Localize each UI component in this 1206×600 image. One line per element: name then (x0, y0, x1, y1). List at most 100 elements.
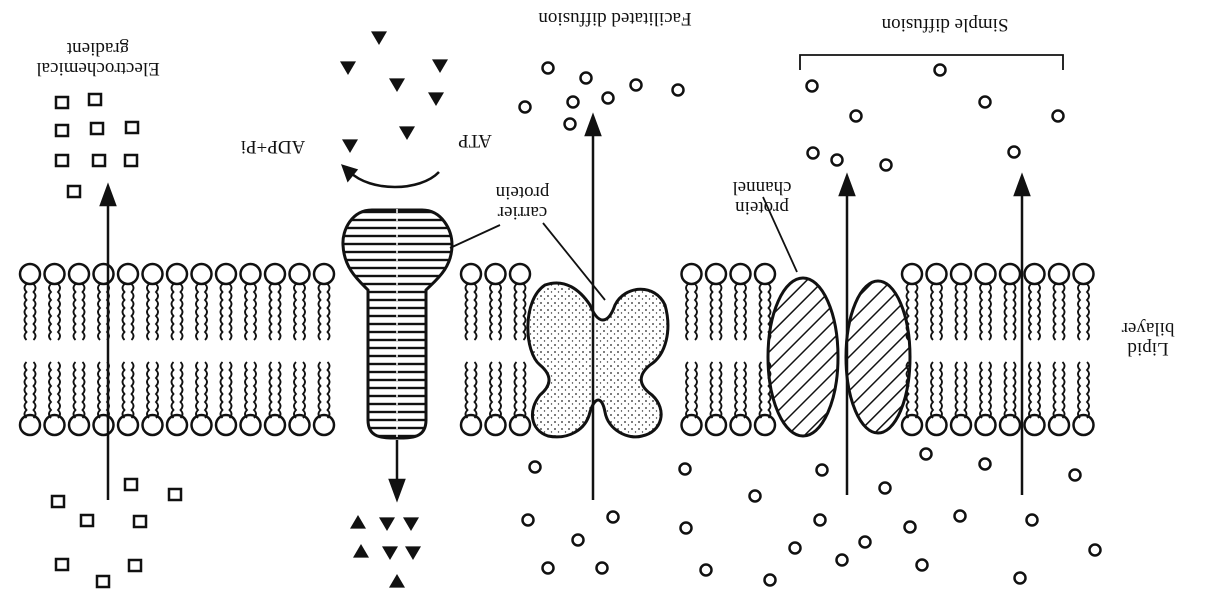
phospholipid (461, 264, 481, 435)
solute-circle (631, 80, 642, 91)
electrochemical-line2: gradient (18, 38, 178, 58)
solute-circle (1015, 573, 1026, 584)
solute-circle (1070, 470, 1081, 481)
carrier-protein-label: carrier protein (480, 182, 565, 222)
protein-channel-label: protein channel (722, 177, 802, 217)
solute-circle (851, 111, 862, 122)
solute-circle (543, 63, 554, 74)
phospholipid (951, 264, 971, 435)
lipid-bilayer-label: Lipid bilayer (1108, 318, 1188, 358)
solute-circle (573, 535, 584, 546)
solute-circle (673, 85, 684, 96)
solute-square (56, 125, 68, 136)
solute-circle (523, 515, 534, 526)
phospholipid (927, 264, 947, 435)
carrier-protein-line2: protein (480, 182, 565, 202)
solute-square (52, 496, 64, 507)
solute-triangle (389, 78, 405, 92)
electrochemical-line1: Electrochemical (18, 58, 178, 78)
solute-circle (808, 148, 819, 159)
phospholipid (1025, 264, 1045, 435)
phospholipid (1049, 264, 1069, 435)
simple-diffusion-label: Simple diffusion (845, 14, 1045, 34)
solute-triangle (382, 546, 398, 560)
solute-circle (817, 465, 828, 476)
solute-square (97, 576, 109, 587)
solute-square (81, 515, 93, 526)
solute-circle (860, 537, 871, 548)
phospholipid (20, 264, 40, 435)
solute-triangle (340, 61, 356, 75)
solute-circle (1053, 111, 1064, 122)
phospholipid (682, 264, 702, 435)
facilitated-diffusion-label: Facilitated diffusion (505, 8, 725, 28)
phospholipid (192, 264, 212, 435)
solute-triangle (405, 546, 421, 560)
solute-square (125, 479, 137, 490)
solute-circle (881, 160, 892, 171)
protein-channel-line1: protein (722, 197, 802, 217)
phospholipid (45, 264, 65, 435)
solute-circle (905, 522, 916, 533)
solute-circle (597, 563, 608, 574)
solute-circle (543, 563, 554, 574)
solute-square (93, 155, 105, 166)
solute-circle (608, 512, 619, 523)
phospholipid (1074, 264, 1094, 435)
phospholipid (706, 264, 726, 435)
solute-triangle (428, 92, 444, 106)
solute-circle (980, 97, 991, 108)
solute-circle (807, 81, 818, 92)
solute-square (89, 94, 101, 105)
phospholipid (510, 264, 530, 435)
phospholipid (486, 264, 506, 435)
lipid-bilayer-line2: bilayer (1108, 318, 1188, 338)
solute-circle (935, 65, 946, 76)
solute-square (126, 122, 138, 133)
solute-square (169, 489, 181, 500)
phospholipid (265, 264, 285, 435)
phospholipid (731, 264, 751, 435)
solute-circle (815, 515, 826, 526)
atp-label: ATP (445, 130, 505, 150)
lipid-bilayer-line1: Lipid (1108, 338, 1188, 358)
solute-circle (701, 565, 712, 576)
phospholipid (314, 264, 334, 435)
adp-pi-label: ADP+Pi (228, 136, 318, 156)
solute-triangle (399, 126, 415, 140)
phospholipid (167, 264, 187, 435)
solute-triangle (350, 515, 366, 529)
carrier-protein-line1: carrier (480, 202, 565, 222)
solute-circle (1090, 545, 1101, 556)
solute-circle (832, 155, 843, 166)
solute-triangle (389, 574, 405, 588)
solute-triangle (371, 31, 387, 45)
solute-triangle (403, 517, 419, 531)
phospholipid (94, 264, 114, 435)
phospholipid (976, 264, 996, 435)
protein-channel-line2: channel (722, 177, 802, 197)
solute-circle (955, 511, 966, 522)
phospholipid (69, 264, 89, 435)
solute-circle (917, 560, 928, 571)
solute-circle (880, 483, 891, 494)
solute-circle (520, 102, 531, 113)
carrier-protein-facilitated (528, 283, 668, 437)
solute-circle (921, 449, 932, 460)
solute-circle (980, 459, 991, 470)
electrochemical-gradient-label: Electrochemical gradient (18, 38, 178, 78)
phospholipid (143, 264, 163, 435)
solute-circle (750, 491, 761, 502)
solute-triangle (353, 544, 369, 558)
solute-circle (568, 97, 579, 108)
solute-square (125, 155, 137, 166)
solute-circle (680, 464, 691, 475)
solute-circle (681, 523, 692, 534)
protein-channel (768, 278, 910, 436)
solute-square (129, 560, 141, 571)
solute-square (68, 186, 80, 197)
phospholipid (1000, 264, 1020, 435)
solute-triangle (379, 517, 395, 531)
solute-triangle (432, 59, 448, 73)
